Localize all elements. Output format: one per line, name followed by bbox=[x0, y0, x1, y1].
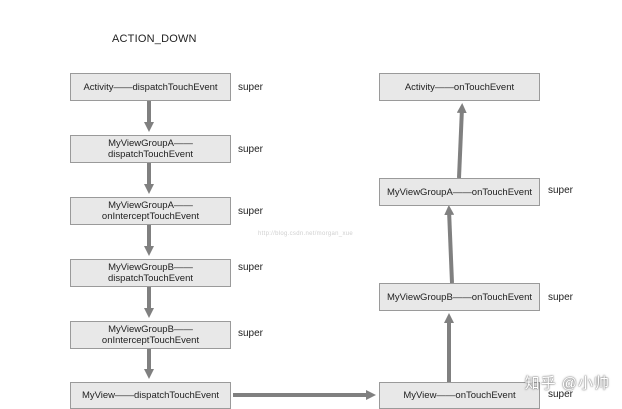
note-activity-dispatch: super bbox=[238, 82, 264, 93]
note-viewgroupa-intercept: super bbox=[238, 206, 264, 217]
node-activity-ontouch: Activity——onTouchEvent bbox=[379, 73, 540, 101]
node-viewgroupb-ontouch: MyViewGroupB——onTouchEvent bbox=[379, 283, 540, 311]
diagram-title: ACTION_DOWN bbox=[112, 33, 197, 45]
node-viewgroupb-dispatch: MyViewGroupB—— dispatchTouchEvent bbox=[70, 259, 231, 287]
node-viewgroupa-intercept: MyViewGroupA—— onInterceptTouchEvent bbox=[70, 197, 231, 225]
node-myview-dispatch: MyView——dispatchTouchEvent bbox=[70, 382, 231, 409]
note-myview-ontouch: super bbox=[548, 389, 574, 400]
node-viewgroupa-dispatch: MyViewGroupA—— dispatchTouchEvent bbox=[70, 135, 231, 163]
arrow-right-3 bbox=[456, 103, 467, 179]
node-viewgroupb-intercept: MyViewGroupB—— onInterceptTouchEvent bbox=[70, 321, 231, 349]
note-viewgroupb-ontouch: super bbox=[548, 292, 574, 303]
node-myview-ontouch: MyView——onTouchEvent bbox=[379, 382, 540, 409]
note-viewgroupb-dispatch: super bbox=[238, 262, 264, 273]
note-viewgroupb-intercept: super bbox=[238, 328, 264, 339]
corner-watermark: 知乎 @小帅 bbox=[524, 375, 610, 392]
arrow-right-2 bbox=[444, 205, 455, 284]
watermark-text: http://blog.csdn.net/morgan_xue bbox=[258, 231, 354, 237]
node-activity-dispatch: Activity——dispatchTouchEvent bbox=[70, 73, 231, 101]
note-viewgroupa-dispatch: super bbox=[238, 144, 264, 155]
node-viewgroupa-ontouch: MyViewGroupA——onTouchEvent bbox=[379, 178, 540, 206]
note-viewgroupa-ontouch: super bbox=[548, 185, 574, 196]
